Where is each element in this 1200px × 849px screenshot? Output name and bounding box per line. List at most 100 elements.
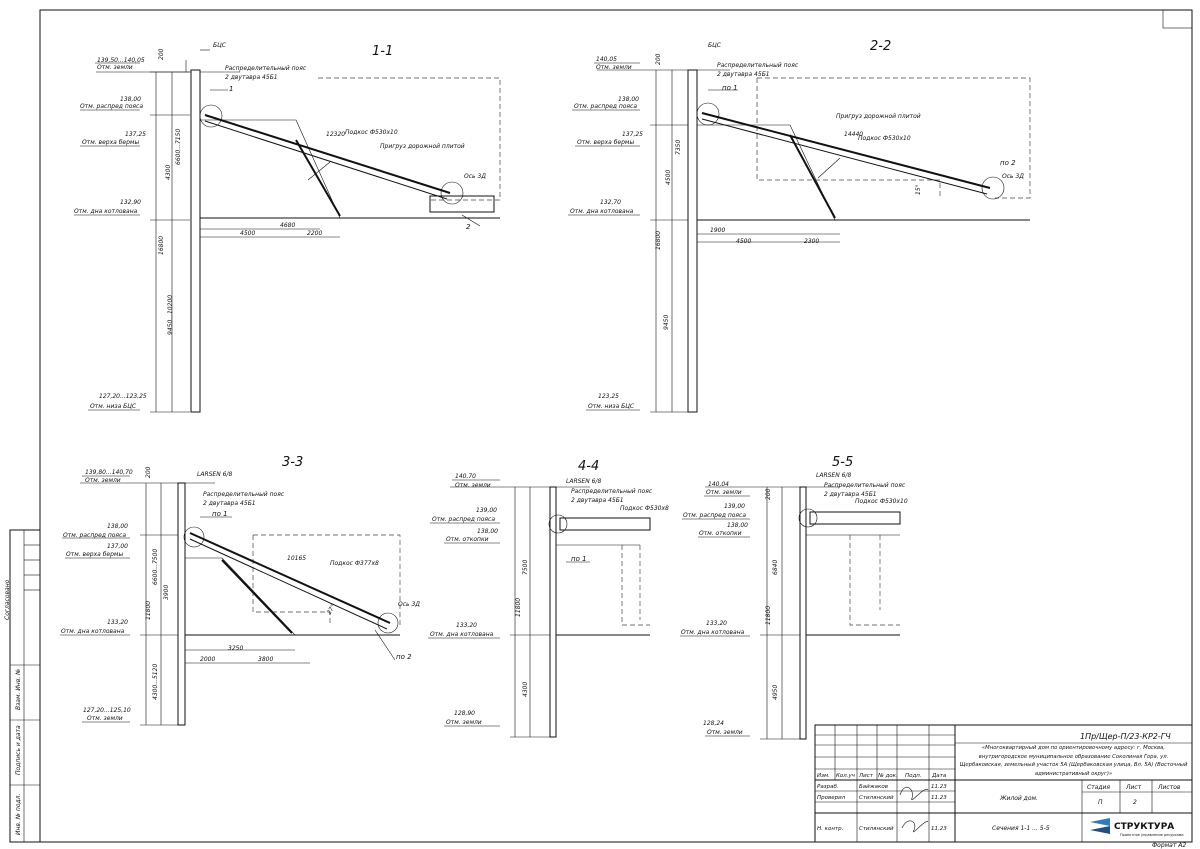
svg-text:Проверил: Проверил bbox=[817, 795, 846, 801]
wall-larsen bbox=[549, 486, 557, 738]
svg-text:Распределительный пояс: Распределительный пояс bbox=[571, 488, 653, 495]
slab-outline bbox=[253, 534, 401, 625]
svg-text:14440: 14440 bbox=[844, 131, 863, 138]
svg-text:138,00: 138,00 bbox=[107, 523, 128, 530]
svg-text:138,00: 138,00 bbox=[477, 528, 498, 535]
svg-text:1900: 1900 bbox=[710, 227, 725, 234]
svg-text:LARSEN 6/8: LARSEN 6/8 bbox=[197, 471, 232, 478]
svg-text:11800: 11800 bbox=[145, 601, 152, 620]
svg-text:132,70: 132,70 bbox=[600, 199, 621, 206]
wall-bcs bbox=[190, 69, 201, 413]
svg-text:Отм. дна котлована: Отм. дна котлована bbox=[570, 208, 634, 215]
svg-text:128,24: 128,24 bbox=[703, 720, 724, 727]
svg-text:11.23: 11.23 bbox=[931, 784, 947, 790]
svg-text:16800: 16800 bbox=[158, 236, 165, 255]
format-label: Формат А2 bbox=[1152, 842, 1186, 849]
svg-text:137,25: 137,25 bbox=[125, 131, 146, 138]
svg-text:LARSEN 6/8: LARSEN 6/8 bbox=[566, 478, 601, 485]
side-stamp: Согласовано Взам. Инв. № Подпись и дата … bbox=[4, 529, 41, 843]
svg-text:6600...7150: 6600...7150 bbox=[175, 129, 182, 165]
svg-text:15°: 15° bbox=[915, 184, 922, 195]
svg-text:133,20: 133,20 bbox=[456, 622, 477, 629]
svg-text:Ось 3Д: Ось 3Д bbox=[398, 601, 420, 608]
brace bbox=[559, 517, 651, 531]
svg-text:Стилянский: Стилянский bbox=[859, 826, 894, 832]
svg-text:3800: 3800 bbox=[258, 656, 273, 663]
svg-text:4950: 4950 bbox=[772, 685, 779, 700]
svg-text:Отм. земли: Отм. земли bbox=[455, 482, 491, 489]
svg-text:Подкос Ф530х10: Подкос Ф530х10 bbox=[855, 498, 908, 505]
brace bbox=[204, 114, 451, 194]
svg-text:Отм. распред пояса: Отм. распред пояса bbox=[683, 512, 746, 519]
svg-text:2 двутавра 45Б1: 2 двутавра 45Б1 bbox=[203, 500, 256, 507]
svg-text:4300: 4300 bbox=[522, 682, 529, 697]
svg-text:138,00: 138,00 bbox=[618, 96, 639, 103]
level-marks: 139,80...140,70 Отм. земли 138,00 Отм. р… bbox=[60, 469, 133, 723]
svg-text:9450: 9450 bbox=[663, 315, 670, 330]
svg-text:139,50...140,05: 139,50...140,05 bbox=[97, 57, 145, 64]
svg-text:200: 200 bbox=[158, 48, 165, 60]
svg-text:Лист: Лист bbox=[1125, 784, 1142, 791]
svg-text:27°: 27° bbox=[326, 603, 337, 616]
svg-text:10165: 10165 bbox=[287, 555, 306, 562]
sheet-frame bbox=[39, 9, 1193, 843]
svg-text:Ось 3Д: Ось 3Д bbox=[464, 173, 486, 180]
node-1 bbox=[183, 526, 205, 548]
svg-text:4500: 4500 bbox=[240, 230, 255, 237]
svg-text:Жилой дом.: Жилой дом. bbox=[999, 795, 1038, 802]
wall-larsen bbox=[799, 486, 807, 740]
node-2 bbox=[377, 612, 399, 634]
svg-text:П: П bbox=[1098, 799, 1103, 806]
svg-text:Отм. распред пояса: Отм. распред пояса bbox=[574, 103, 637, 110]
svg-text:133,20: 133,20 bbox=[706, 620, 727, 627]
svg-text:Отм. земли: Отм. земли bbox=[85, 477, 121, 484]
svg-text:128,90: 128,90 bbox=[454, 710, 475, 717]
svg-text:Ось 3Д: Ось 3Д bbox=[1002, 173, 1024, 180]
svg-text:Отм. дна котлована: Отм. дна котлована bbox=[74, 208, 138, 215]
slab-outline bbox=[318, 77, 501, 201]
svg-text:140,04: 140,04 bbox=[708, 481, 729, 488]
svg-text:Байжаков: Байжаков bbox=[859, 784, 888, 790]
svg-text:2200: 2200 bbox=[307, 230, 322, 237]
level-marks: 140,05 Отм. земли 138,00 Отм. распред по… bbox=[568, 56, 643, 411]
svg-text:4300: 4300 bbox=[165, 165, 172, 180]
svg-text:Изм.: Изм. bbox=[817, 773, 830, 779]
section-5-5: 5-5 200 6840 11800 4950 140,04 Отм. земл… bbox=[680, 455, 908, 740]
svg-text:2: 2 bbox=[466, 223, 471, 231]
svg-text:СТРУКТУРА: СТРУКТУРА bbox=[1114, 822, 1174, 832]
svg-text:по 2: по 2 bbox=[396, 653, 412, 661]
section-title: 2-2 bbox=[870, 39, 891, 54]
svg-text:Отм. верха бермы: Отм. верха бермы bbox=[82, 139, 139, 146]
section-3-3: 3-3 200 6600...7500 3900 11800 4300...51… bbox=[60, 455, 420, 726]
company-logo: СТРУКТУРА Проектное управление ресурсами bbox=[1090, 818, 1184, 837]
svg-text:6840: 6840 bbox=[772, 560, 779, 575]
svg-text:11800: 11800 bbox=[515, 598, 522, 617]
svg-text:11.23: 11.23 bbox=[931, 826, 947, 832]
svg-text:12320: 12320 bbox=[326, 131, 345, 138]
signature-1 bbox=[899, 786, 929, 801]
level-marks: 140,70 Отм. земли 139,00 Отм. распред по… bbox=[428, 473, 500, 727]
svg-text:Стилянский: Стилянский bbox=[859, 795, 894, 801]
svg-text:139,00: 139,00 bbox=[724, 503, 745, 510]
svg-text:Отм. земли: Отм. земли bbox=[596, 64, 632, 71]
section-4-4: 4-4 7500 11800 4300 140,70 Отм. земли 13… bbox=[428, 459, 669, 738]
svg-text:Отм. верха бермы: Отм. верха бермы bbox=[66, 551, 123, 558]
signature-2 bbox=[901, 820, 929, 833]
svg-text:Отм. дна котлована: Отм. дна котлована bbox=[61, 628, 125, 635]
corner-box bbox=[1162, 9, 1193, 29]
svg-text:2 двутавра 45Б1: 2 двутавра 45Б1 bbox=[225, 74, 278, 81]
svg-text:LARSEN 6/8: LARSEN 6/8 bbox=[816, 472, 851, 479]
svg-text:200: 200 bbox=[765, 488, 772, 500]
svg-text:140,70: 140,70 bbox=[455, 473, 476, 480]
svg-text:по 1: по 1 bbox=[212, 510, 228, 518]
svg-text:Подпись и дата: Подпись и дата bbox=[15, 725, 22, 775]
svg-text:Отм. откопки: Отм. откопки bbox=[699, 530, 742, 537]
svg-text:16800: 16800 bbox=[655, 231, 662, 250]
svg-text:11800: 11800 bbox=[765, 606, 772, 625]
svg-text:3250: 3250 bbox=[228, 645, 243, 652]
svg-text:по 1: по 1 bbox=[571, 555, 587, 563]
section-title: 5-5 bbox=[832, 455, 853, 470]
svg-text:6600...7500: 6600...7500 bbox=[152, 549, 159, 585]
svg-text:4500: 4500 bbox=[736, 238, 751, 245]
